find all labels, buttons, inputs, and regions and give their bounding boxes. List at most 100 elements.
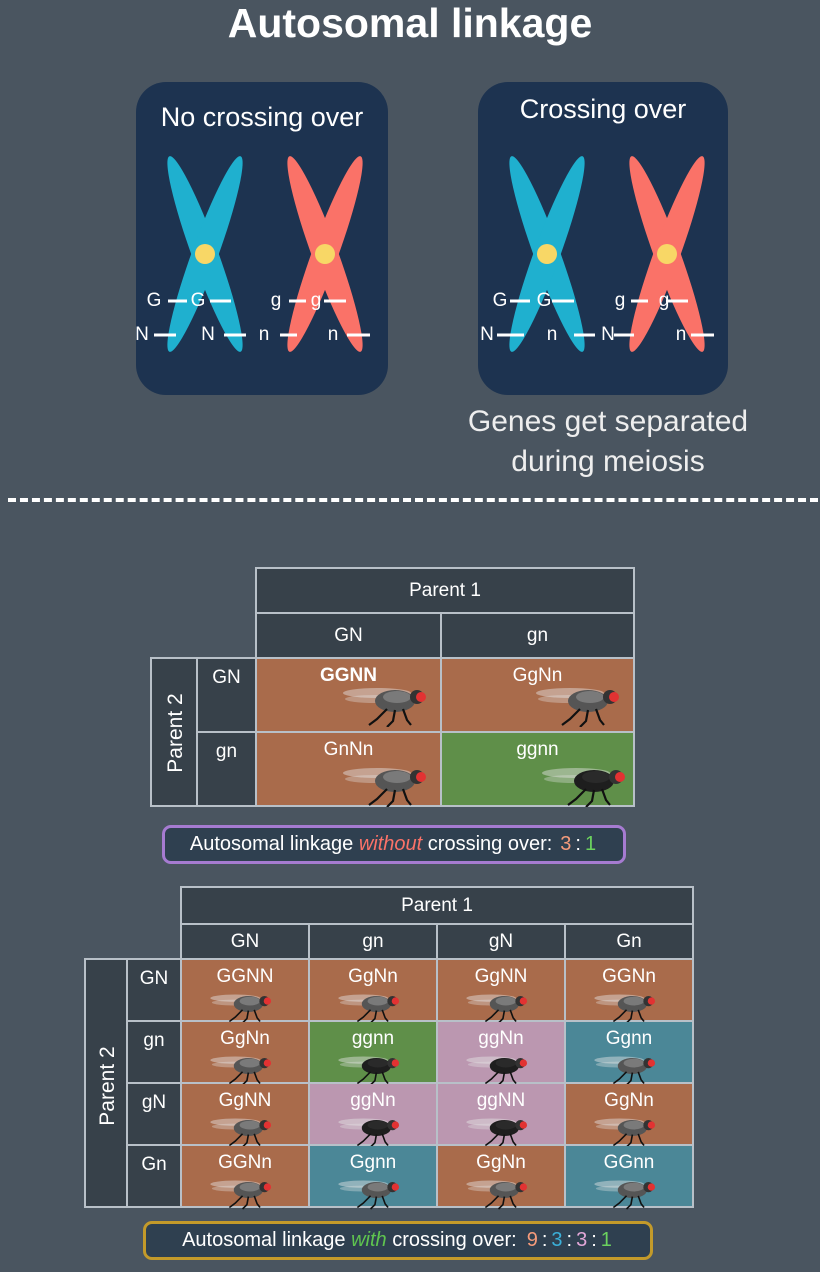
ratio-sep: : [575,833,581,855]
parent2-header: Parent 2 [84,958,128,1208]
punnett-cell: ggnn [440,731,635,808]
fly-icon [590,1170,666,1215]
fly-icon [530,675,634,732]
allele-label: n [675,324,687,345]
punnett-cell: GGNN [180,958,310,1024]
ratio-emph: without [358,833,423,855]
fly-icon [590,1046,666,1091]
fly-icon [462,1170,538,1215]
ratio-suffix: crossing over: [386,1229,517,1251]
crossing-chromosomes [497,156,714,352]
genotype: GgNN [218,1090,272,1111]
punnett-cell: GgNn [564,1082,694,1148]
punnett-cell: GgNn [436,1144,566,1210]
punnett-cell: ggNN [436,1082,566,1148]
punnett-cell: GgNN [180,1082,310,1148]
punnett-cell: GgNn [180,1020,310,1086]
punnett-cell: Ggnn [308,1144,438,1210]
ratio-emph: with [351,1229,387,1251]
allele-label: G [190,290,206,311]
allele-label: g [658,290,670,311]
row-header: gn [126,1020,182,1084]
parent2-header: Parent 2 [150,657,198,807]
genotype: GGNN [320,665,377,686]
caption-line-2: during meiosis [511,445,705,478]
page-title: Autosomal linkage [227,0,593,46]
no-crossing-title: No crossing over [160,102,364,132]
allele-label: G [536,290,552,311]
genotype: GnNn [323,739,374,760]
col-header: gn [440,612,635,659]
col-header: gN [436,923,566,960]
fly-icon [334,1046,410,1091]
punnett-square-crossing: Parent 1 GN gn gN Gn Parent 2 GN GGNN Gg… [84,886,694,1210]
allele-label: n [327,324,339,345]
ratio-value: 3 [576,1229,588,1251]
allele-label: N [135,324,149,345]
allele-label: G [492,290,508,311]
centromere [315,244,335,264]
row-header: gN [126,1082,182,1146]
allele-label: G [146,290,162,311]
blue-chromosome [167,156,243,352]
red-chromosome [629,156,705,352]
crossing-caption: Genes get separated during meiosis [430,402,786,482]
genotype: ggnn [351,1028,395,1049]
punnett-square-no-crossing: Parent 1 GN gn Parent 2 GN GGNN GgNn [150,567,635,808]
ratio-value: 1 [600,1229,612,1251]
ratio-value: 9 [526,1229,538,1251]
ratio-sep: : [591,1229,597,1251]
allele-label: N [601,324,615,345]
punnett-cell: GgNn [308,958,438,1024]
punnett-cell: GgNn [440,657,635,733]
genotype: Ggnn [605,1028,653,1049]
allele-label: g [310,290,322,311]
genotype: GGNn [218,1152,272,1173]
crossing-panel: Crossing over G G g g N n N n [478,82,728,395]
genotype: ggNn [478,1028,524,1049]
genotype: GGnn [603,1152,655,1173]
ratio-sep: : [566,1229,573,1251]
allele-label: N [201,324,215,345]
fly-icon [590,1108,666,1153]
punnett-cell: GGnn [564,1144,694,1210]
row-header: gn [196,731,257,807]
genotype: ggNN [476,1090,526,1111]
genotype: GGNn [602,966,656,987]
parent2-label: Parent 2 [164,693,187,773]
row-header: GN [126,958,182,1022]
punnett-cell: GgNN [436,958,566,1024]
fly-icon [206,984,282,1029]
punnett-cell: GGNn [180,1144,310,1210]
crossing-title: Crossing over [519,94,687,124]
fly-icon [206,1170,282,1215]
allele-label: g [614,290,626,311]
punnett-cell: ggNn [308,1082,438,1148]
blue-chromosome [509,156,585,352]
row-header: GN [196,657,257,733]
genotype: GgNN [474,966,528,987]
centromere [657,244,677,264]
ratio-value: 3 [551,1229,563,1251]
punnett-cell: GGNn [564,958,694,1024]
ratio-value: 1 [584,833,597,855]
punnett-cell: ggNn [436,1020,566,1086]
genotype: GgNn [220,1028,270,1049]
genotype: GgNn [512,665,563,686]
genotype: ggnn [516,739,559,760]
genotype: GgNn [476,1152,526,1173]
ratio-prefix: Autosomal linkage [182,1229,352,1251]
fly-icon [536,755,640,812]
centromere [537,244,557,264]
fly-icon [334,1170,410,1215]
parent1-header: Parent 1 [255,567,635,614]
genotype: ggNn [350,1090,396,1111]
punnett-cell: GnNn [255,731,442,808]
punnett-cell: GGNN [255,657,442,733]
col-header: gn [308,923,438,960]
punnett-cell: Ggnn [564,1020,694,1086]
centromere [195,244,215,264]
genotype: Ggnn [349,1152,397,1173]
col-header: Gn [564,923,694,960]
row-header: Gn [126,1144,182,1208]
